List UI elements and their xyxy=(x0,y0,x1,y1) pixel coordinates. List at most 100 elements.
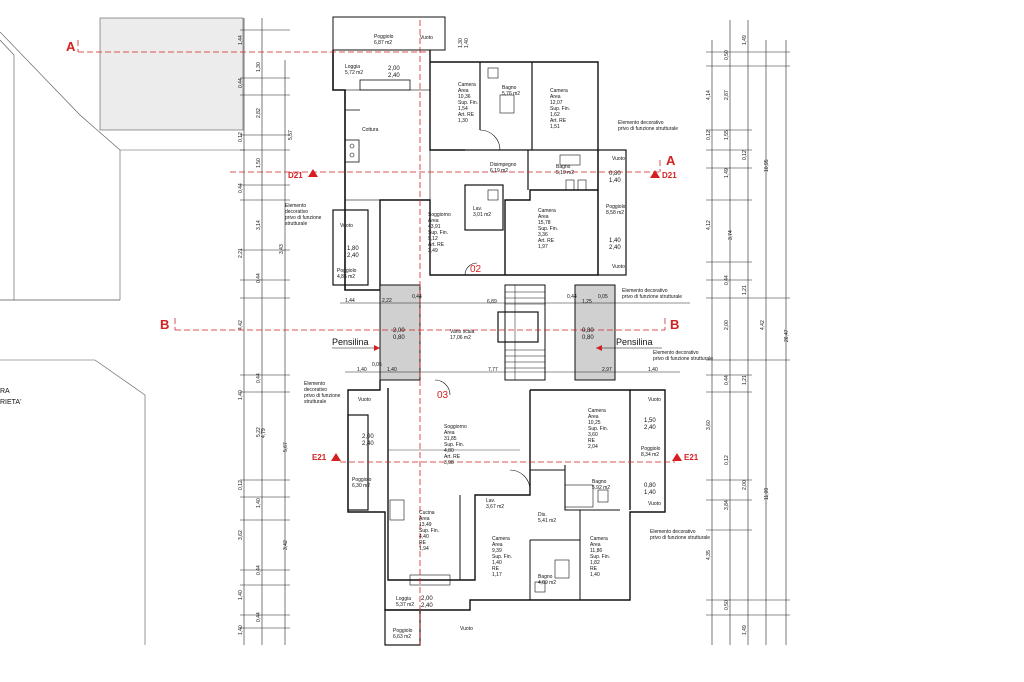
dim-right-total: 26,47 xyxy=(784,329,790,342)
room-soggiorno-l-line-3: 31,85 xyxy=(444,436,457,442)
room-bagno-b-line-1: Bagno xyxy=(556,164,571,170)
note-1-line-4: strutturale xyxy=(285,221,307,227)
unit-number-02: 02 xyxy=(470,264,482,275)
dim-left-4: 2,82 xyxy=(256,108,262,118)
vuoto-label-8: Vuoto xyxy=(460,626,473,632)
stair-label-2: 17,06 m2 xyxy=(450,335,471,341)
dim-horizontal-h6: 1,25 xyxy=(582,299,592,305)
opening-w-4-line-1: 1,80 xyxy=(347,246,359,252)
dim-left-17: 3,62 xyxy=(238,530,244,540)
room-soggiorno-l-line-1: Soggiorno xyxy=(444,424,467,430)
room-lav-line-2: 3,01 m2 xyxy=(473,212,491,218)
room-camera-c-line-3: 15,78 xyxy=(538,220,551,226)
section-arrow-e21-right xyxy=(672,453,682,461)
right-dimension-lines xyxy=(706,20,790,645)
room-bagno-a-line-1: Bagno xyxy=(502,85,517,91)
note-6-line-1: Elemento decorativo xyxy=(650,529,696,535)
dim-left-5: 0,12 xyxy=(238,132,244,142)
room-loggia-top-line-2: 5,72 m2 xyxy=(345,70,363,76)
dim-left-18: 0,44 xyxy=(256,565,262,575)
opening-w-6-line-1: 2,00 xyxy=(393,328,405,334)
opening-w-10-line-2: 1,40 xyxy=(644,490,656,496)
room-camera-l2-line-4: Sup. Fin. xyxy=(492,554,512,560)
dim-right-17: 0,12 xyxy=(724,455,730,465)
room-lav-line-1: Lav. xyxy=(473,206,482,212)
dim-left-20: 0,44 xyxy=(256,612,262,622)
pensilina-arrow-right xyxy=(596,345,602,351)
dim-horizontal-h8: 1,40 xyxy=(357,367,367,373)
room-soggiorno-line-2: Area xyxy=(428,218,439,224)
note-2-line-1: Elemento xyxy=(304,381,325,387)
dim-right-11: 1,21 xyxy=(742,285,748,295)
note-6-line-2: privo di funzione strutturale xyxy=(650,535,710,541)
opening-w-4-line-2: 2,40 xyxy=(347,253,359,259)
section-mark-b-right: B xyxy=(670,317,679,332)
room-soggiorno-line-6: Art. RE xyxy=(428,242,445,248)
section-lines xyxy=(77,20,675,645)
dim-mid-b: 3,43 xyxy=(279,244,285,254)
room-cucina-line-7: 1,94 xyxy=(419,546,429,552)
opening-w-1-line-2: 2,40 xyxy=(388,73,400,79)
room-cucina-line-4: Sup. Fin. xyxy=(419,528,439,534)
opening-w-8-line-1: 2,00 xyxy=(362,434,374,440)
note-1-line-1: Elemento xyxy=(285,203,306,209)
dim-horizontal-h1: 1,44 xyxy=(345,298,355,304)
room-soggiorno-l-line-4: Sup. Fin. xyxy=(444,442,464,448)
room-loggia-l-line-1: Loggia xyxy=(396,596,411,602)
dim-horizontal-h7: 0,05 xyxy=(598,294,608,300)
room-camera-b-line-7: 1,51 xyxy=(550,124,560,130)
room-poggiolo-left-line-1: Poggiolo xyxy=(337,268,357,274)
room-soggiorno-l-line-6: Art. RE xyxy=(444,454,461,460)
room-poggiolo-l-right-line-1: Poggiolo xyxy=(641,446,661,452)
section-mark-a-left: A xyxy=(66,39,76,54)
dim-horizontal-h4: 6,89 xyxy=(487,299,497,305)
room-poggiolo-right-line-1: Poggiolo xyxy=(606,204,626,210)
note-5-line-1: Elemento decorativo xyxy=(653,350,699,356)
room-cucina-line-2: Area xyxy=(419,516,430,522)
note-3-line-2: privo di funzione strutturale xyxy=(618,126,678,132)
room-camera-l2-line-5: 1,40 xyxy=(492,560,502,566)
upper-apartment-walls xyxy=(332,16,627,291)
room-cucina-line-3: 13,49 xyxy=(419,522,432,528)
dim-mid-e: 3,42 xyxy=(283,540,289,550)
dim-left-12: 0,44 xyxy=(256,373,262,383)
room-camera-b-line-5: 1,62 xyxy=(550,112,560,118)
opening-w-2-line-1: 1,30 xyxy=(458,38,464,48)
vuoto-label-3: Vuoto xyxy=(612,156,625,162)
room-camera-c-line-7: 1,97 xyxy=(538,244,548,250)
section-arrow-d21-left xyxy=(308,169,318,177)
dim-right-15: 0,44 xyxy=(724,375,730,385)
dim-right-a: 10,95 xyxy=(764,159,770,172)
dim-right-18: 2,00 xyxy=(742,480,748,490)
dim-horizontal-h5: 0,44 xyxy=(567,294,577,300)
note-4-line-2: privo di funzione strutturale xyxy=(622,294,682,300)
note-2-line-2: decorativo xyxy=(304,387,327,393)
room-cucina-line-5: 4,40 xyxy=(419,534,429,540)
dim-right-2: 0,50 xyxy=(724,50,730,60)
vuoto-label-4: Vuoto xyxy=(612,264,625,270)
dim-right-9: 4,12 xyxy=(706,220,712,230)
dim-right-6: 1,55 xyxy=(724,130,730,140)
vuoto-label-5: Vuoto xyxy=(358,397,371,403)
opening-w-11-line-2: 2,40 xyxy=(421,603,433,609)
room-camera-a-line-6: Art. RE xyxy=(458,112,475,118)
room-dis-l-line-1: Dis. xyxy=(538,512,547,518)
dim-right-19: 3,84 xyxy=(724,500,730,510)
room-camera-c-line-6: Art. RE xyxy=(538,238,555,244)
room-soggiorno-line-7: 3,49 xyxy=(428,248,438,254)
room-camera-l2-line-6: RE xyxy=(492,566,500,572)
dim-left-1: 1,44 xyxy=(238,35,244,45)
note-elemento-decorativo-6: Elemento decorativo privo di funzione st… xyxy=(650,529,710,541)
room-soggiorno-l-line-2: Area xyxy=(444,430,455,436)
dim-right-16: 3,60 xyxy=(706,420,712,430)
dim-horizontal-h10: 7,77 xyxy=(488,367,498,373)
room-disimpegno-line-2: 6,19 m2 xyxy=(490,168,508,174)
opening-w-1-line-1: 2,00 xyxy=(388,66,400,72)
room-camera-l1-line-4: Sup. Fin. xyxy=(588,426,608,432)
note-1-line-2: decorativo xyxy=(285,209,308,215)
room-bagno-l-line-1: Bagno xyxy=(592,479,607,485)
room-camera-a-line-4: Sup. Fin. xyxy=(458,100,478,106)
dim-right-20: 4,35 xyxy=(706,550,712,560)
dim-right-f: 3,74 xyxy=(728,230,734,240)
